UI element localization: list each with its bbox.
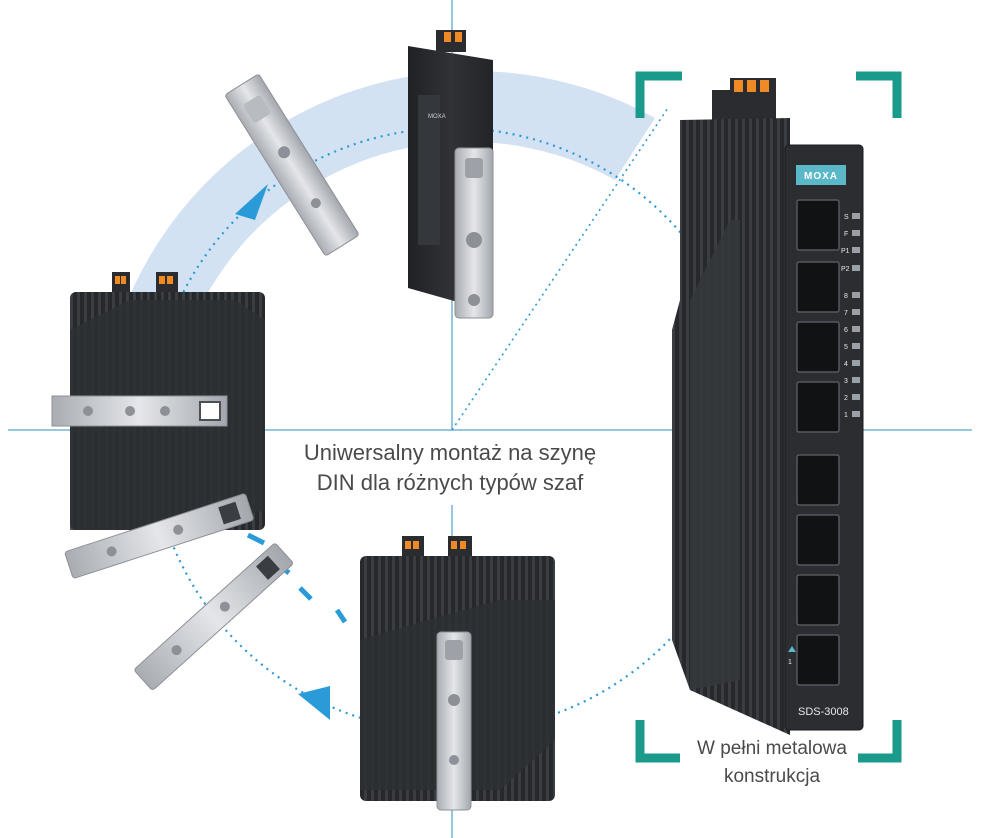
- port-one-mark: 1: [788, 659, 792, 666]
- mounting-caption-line2: DIN dla różnych typów szaf: [316, 470, 584, 495]
- led-label: F: [844, 231, 848, 238]
- device-front-view: MOXA S F P1 P2 8 7 6 5 4 3 2 1: [672, 78, 864, 735]
- metal-caption-line2: konstrukcja: [723, 766, 821, 787]
- led-labels: S F P1 P2 8 7 6 5 4 3 2 1: [841, 214, 850, 419]
- arrow-down-right-icon: [298, 686, 330, 720]
- led-label: 6: [844, 327, 848, 334]
- led-label: 3: [844, 378, 848, 385]
- teal-corner-brackets: [635, 71, 902, 763]
- metal-caption: W pełni metalowa konstrukcja: [672, 735, 872, 791]
- led-label: 4: [844, 361, 848, 368]
- model-label: SDS-3008: [798, 706, 849, 718]
- port-8: [796, 199, 840, 251]
- diagonal-line: [451, 107, 669, 431]
- metal-caption-line1: W pełni metalowa: [697, 738, 847, 759]
- led-label: 1: [844, 412, 848, 419]
- port-6: [796, 321, 840, 373]
- led-label: P1: [841, 248, 850, 255]
- arc-band: [130, 71, 655, 318]
- port-5: [796, 381, 840, 433]
- din-rail-tilt-2: [134, 543, 293, 690]
- led-label: 7: [844, 310, 848, 317]
- din-rail-tilt-1: [64, 493, 254, 579]
- led-label: P2: [841, 266, 850, 273]
- bracket-top-right: [856, 71, 902, 118]
- bracket-bottom-right: [858, 720, 902, 763]
- port-3: [796, 514, 840, 566]
- led-label: S: [844, 214, 849, 221]
- device-bottom-rotated: [360, 536, 555, 811]
- port-1: [796, 634, 840, 686]
- device-top-side-view: MOXA: [408, 30, 494, 319]
- led-indicators: [852, 213, 860, 417]
- port-4: [796, 454, 840, 506]
- led-label: 2: [844, 395, 848, 402]
- mounting-caption: Uniwersalny montaż na szynę DIN dla różn…: [270, 438, 630, 498]
- port-7: [796, 261, 840, 313]
- ethernet-ports: [796, 199, 840, 686]
- din-rail-upper-left: [225, 74, 359, 256]
- device-left-rotated: [51, 272, 265, 530]
- bracket-bottom-left: [635, 720, 680, 763]
- led-label: 5: [844, 344, 848, 351]
- bracket-top-left: [635, 71, 682, 118]
- arrow-up-left-icon: [235, 184, 268, 220]
- led-label: 8: [844, 293, 848, 300]
- mounting-caption-line1: Uniwersalny montaż na szynę: [303, 440, 597, 465]
- brand-logo-text: MOXA: [804, 171, 838, 182]
- side-brand-label: MOXA: [428, 114, 446, 120]
- port-2: [796, 574, 840, 626]
